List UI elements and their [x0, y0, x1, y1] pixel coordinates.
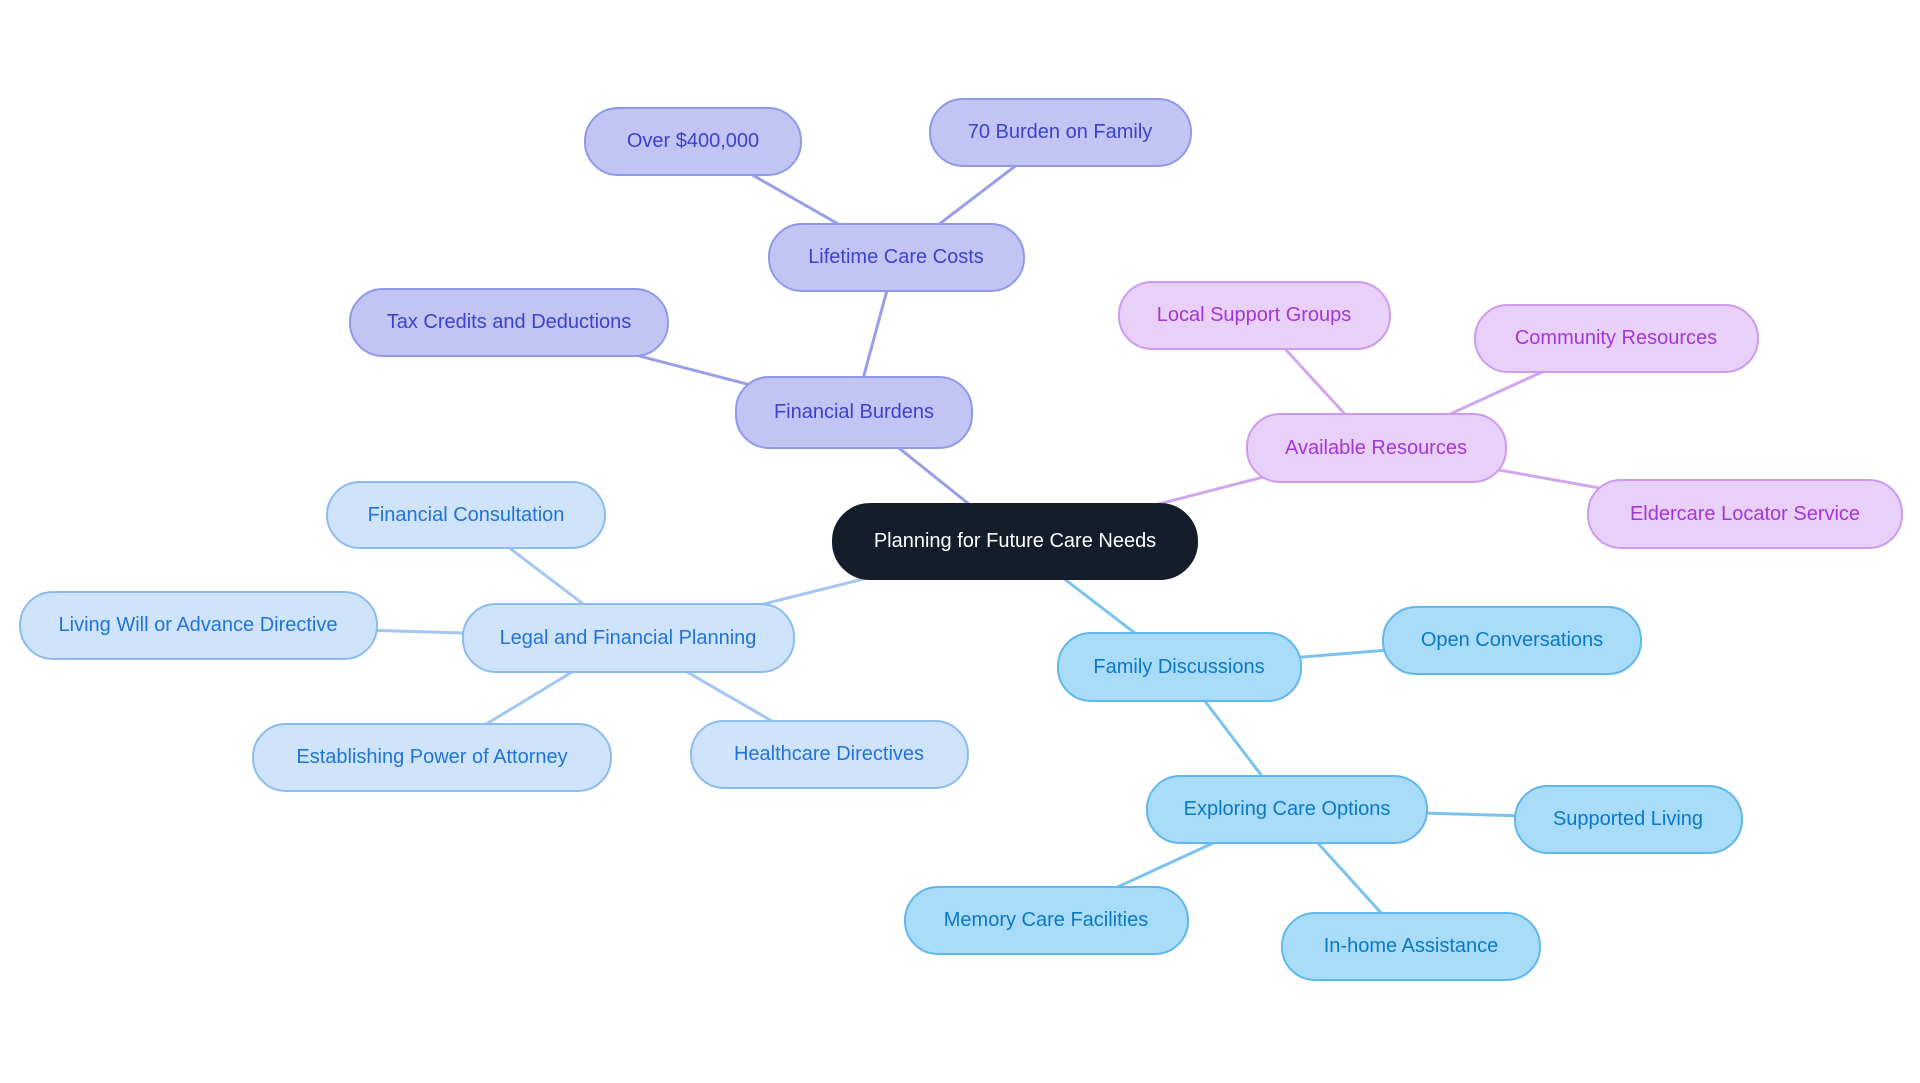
node-label-legal-financial: Legal and Financial Planning: [499, 627, 757, 649]
node-living-will[interactable]: Living Will or Advance Directive: [18, 590, 378, 660]
node-label-exploring-care-options: Exploring Care Options: [1183, 798, 1391, 820]
node-memory-care-facilities[interactable]: Memory Care Facilities: [903, 885, 1189, 955]
node-family-discussions[interactable]: Family Discussions: [1056, 632, 1302, 702]
node-financial-consultation[interactable]: Financial Consultation: [326, 481, 606, 549]
node-label-in-home-assistance: In-home Assistance: [1323, 935, 1499, 957]
node-label-financial-burdens: Financial Burdens: [773, 401, 935, 423]
node-exploring-care-options[interactable]: Exploring Care Options: [1146, 774, 1428, 844]
node-label-over-400k: Over $400,000: [626, 130, 760, 152]
node-label-healthcare-directives: Healthcare Directives: [733, 743, 925, 765]
node-local-support-groups[interactable]: Local Support Groups: [1117, 280, 1391, 350]
node-power-of-attorney[interactable]: Establishing Power of Attorney: [252, 722, 612, 792]
node-label-living-will: Living Will or Advance Directive: [58, 614, 338, 636]
node-over-400k[interactable]: Over $400,000: [584, 106, 802, 176]
node-healthcare-directives[interactable]: Healthcare Directives: [689, 719, 969, 789]
node-label-memory-care-facilities: Memory Care Facilities: [943, 909, 1149, 931]
node-label-eldercare-locator: Eldercare Locator Service: [1629, 503, 1861, 525]
node-label-community-resources: Community Resources: [1514, 327, 1718, 349]
node-lifetime-care-costs[interactable]: Lifetime Care Costs: [767, 222, 1025, 292]
node-label-lifetime-care-costs: Lifetime Care Costs: [808, 246, 984, 268]
node-available-resources[interactable]: Available Resources: [1245, 413, 1507, 483]
node-open-conversations[interactable]: Open Conversations: [1382, 605, 1642, 675]
node-label-central: Planning for Future Care Needs: [873, 530, 1157, 552]
node-financial-burdens[interactable]: Financial Burdens: [735, 375, 973, 449]
node-legal-financial[interactable]: Legal and Financial Planning: [461, 603, 795, 673]
node-label-family-discussions: Family Discussions: [1093, 656, 1265, 678]
node-tax-credits[interactable]: Tax Credits and Deductions: [349, 287, 669, 357]
node-community-resources[interactable]: Community Resources: [1473, 303, 1759, 373]
node-label-power-of-attorney: Establishing Power of Attorney: [296, 746, 568, 768]
node-label-financial-consultation: Financial Consultation: [367, 504, 565, 526]
node-burden-on-family[interactable]: 70 Burden on Family: [928, 97, 1192, 167]
node-eldercare-locator[interactable]: Eldercare Locator Service: [1587, 479, 1903, 549]
node-label-available-resources: Available Resources: [1285, 437, 1467, 459]
node-label-burden-on-family: 70 Burden on Family: [967, 121, 1153, 143]
node-label-tax-credits: Tax Credits and Deductions: [386, 311, 632, 333]
node-label-open-conversations: Open Conversations: [1420, 629, 1604, 651]
node-label-local-support-groups: Local Support Groups: [1156, 304, 1352, 326]
node-supported-living[interactable]: Supported Living: [1513, 784, 1743, 854]
node-central[interactable]: Planning for Future Care Needs: [832, 502, 1198, 580]
node-in-home-assistance[interactable]: In-home Assistance: [1281, 911, 1541, 981]
node-label-supported-living: Supported Living: [1552, 808, 1704, 830]
